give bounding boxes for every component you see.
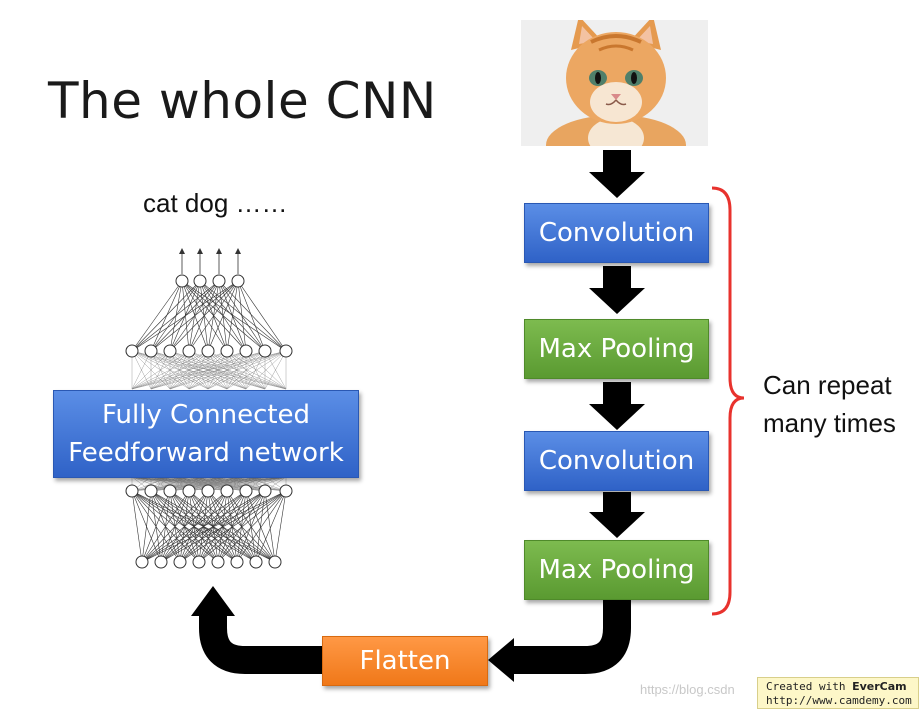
evercam-brand: EverCam (852, 680, 907, 693)
neuron-node (125, 344, 139, 358)
neuron-node (212, 274, 226, 288)
neuron-node (201, 344, 215, 358)
neuron-node (182, 484, 196, 498)
repeat-note-line2: many times (763, 408, 896, 438)
neuron-node (249, 555, 263, 569)
fully-connected-block: Fully Connected Feedforward network (53, 390, 359, 478)
neuron-node (239, 484, 253, 498)
neuron-node (163, 344, 177, 358)
arrow-up-icon (191, 586, 235, 616)
neuron-node (125, 484, 139, 498)
cat-input-image (521, 20, 708, 146)
neuron-node (220, 344, 234, 358)
neuron-node (192, 555, 206, 569)
curved-arrow-to-network (199, 614, 322, 674)
arrow-down-icon (589, 382, 645, 430)
neuron-node (173, 555, 187, 569)
max-pooling-block-1: Max Pooling (524, 319, 709, 379)
slide-title: The whole CNN (48, 72, 437, 130)
flatten-block: Flatten (322, 636, 488, 686)
neuron-node (258, 484, 272, 498)
arrow-down-icon (589, 266, 645, 314)
cat-drawing (521, 20, 708, 146)
neuron-node (135, 555, 149, 569)
max-pooling-block-2: Max Pooling (524, 540, 709, 600)
neural-network-illustration (125, 248, 293, 569)
evercam-watermark: Created with EverCam http://www.camdemy.… (757, 677, 919, 709)
neuron-node (182, 344, 196, 358)
neuron-node (144, 344, 158, 358)
curved-arrow-to-flatten (512, 600, 631, 674)
output-labels: cat dog …… (143, 188, 288, 218)
neuron-node (175, 274, 189, 288)
evercam-url: http://www.camdemy.com (766, 694, 912, 707)
neuron-node (163, 484, 177, 498)
neuron-node (193, 274, 207, 288)
neuron-node (230, 555, 244, 569)
neuron-node (239, 344, 253, 358)
repeat-note-line1: Can repeat (763, 370, 892, 400)
convolution-block-2: Convolution (524, 431, 709, 491)
repeat-brace (711, 186, 745, 616)
neuron-node (220, 484, 234, 498)
arrow-left-icon (488, 638, 514, 682)
convolution-block-1: Convolution (524, 203, 709, 263)
evercam-prefix: Created with (766, 680, 853, 693)
fc-line2: Feedforward network (68, 438, 344, 468)
watermark-url: https://blog.csdn (640, 682, 735, 697)
neuron-node (231, 274, 245, 288)
neuron-node (144, 484, 158, 498)
arrow-down-icon (589, 492, 645, 538)
neuron-node (279, 484, 293, 498)
neuron-node (258, 344, 272, 358)
neuron-node (201, 484, 215, 498)
neuron-node (279, 344, 293, 358)
fc-line1: Fully Connected (101, 400, 311, 430)
arrow-down-icon (589, 150, 645, 198)
neuron-node (211, 555, 225, 569)
neuron-node (268, 555, 282, 569)
repeat-note: Can repeat many times (763, 366, 896, 442)
neuron-node (154, 555, 168, 569)
